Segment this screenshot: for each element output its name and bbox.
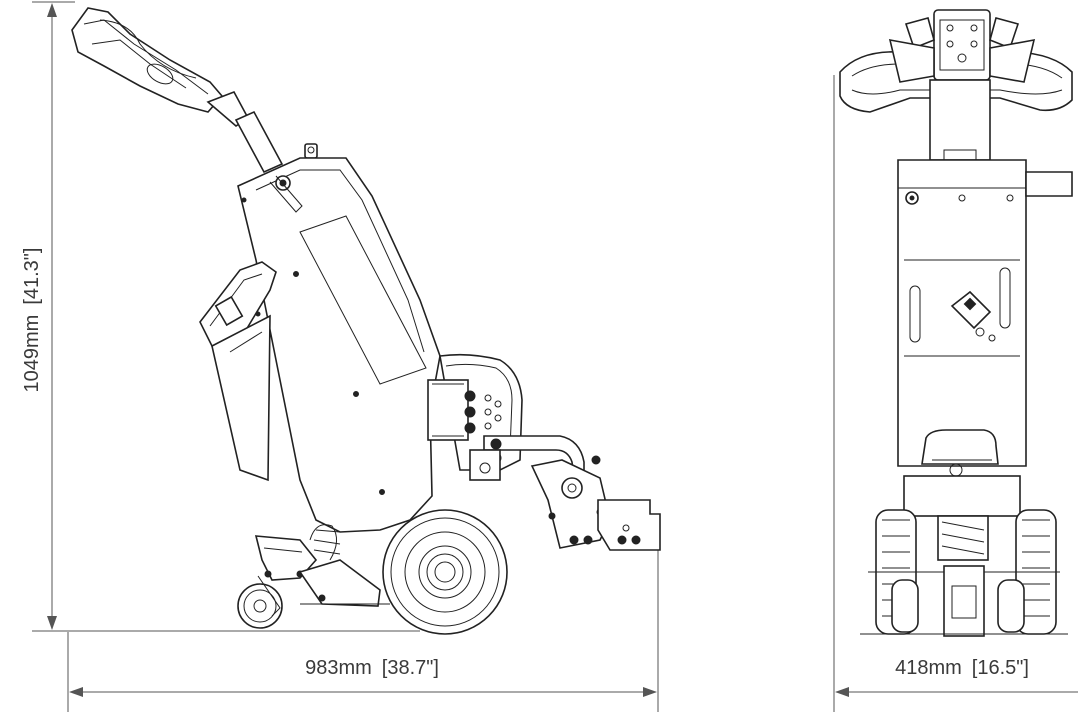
front-view-drawing — [839, 9, 1073, 637]
side-length-dimension: 983mm[38.7"] — [67, 548, 659, 712]
height-dimension: 1049mm[41.3"] — [21, 1, 420, 632]
side-length-dimension-label: 983mm[38.7"] — [305, 657, 439, 679]
front-width-dimension-label: 418mm[16.5"] — [895, 657, 1029, 679]
height-dimension-label: 1049mm[41.3"] — [21, 248, 43, 393]
side-view-drawing — [71, 7, 661, 635]
front-width-dimension: 418mm[16.5"] — [833, 75, 1078, 712]
